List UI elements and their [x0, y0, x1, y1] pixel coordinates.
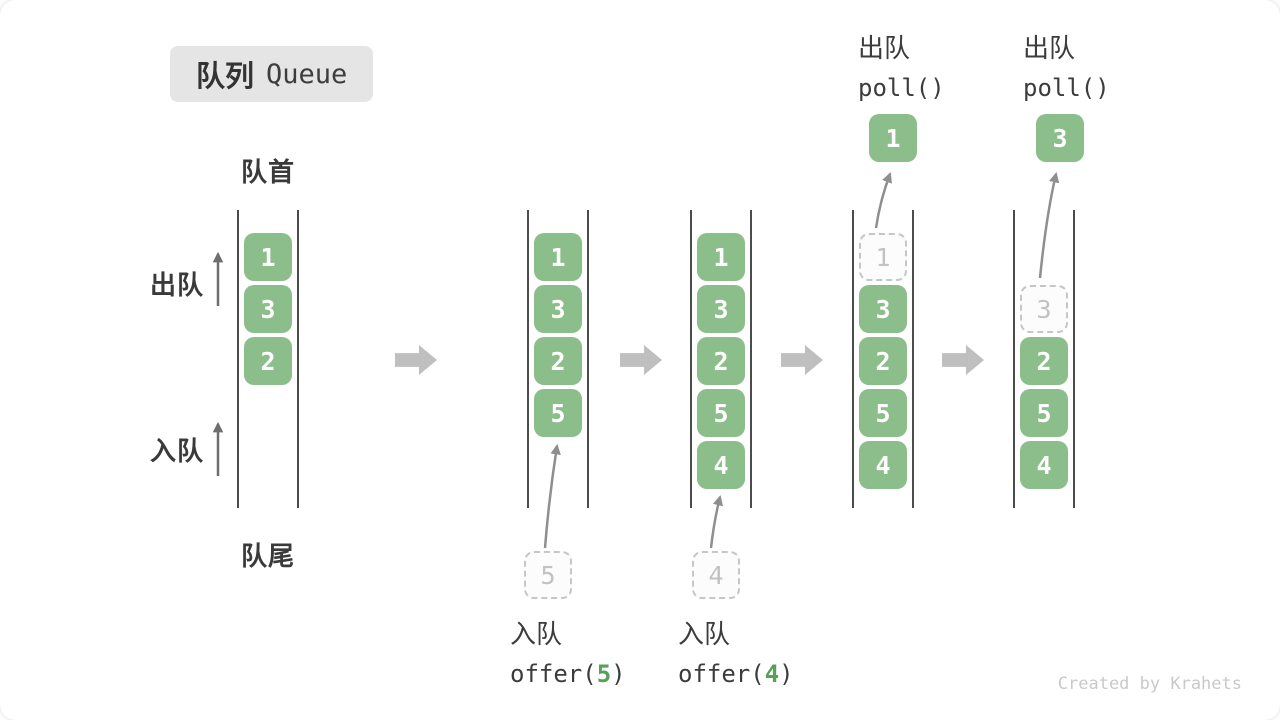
poll-1-caption: 出队 poll() — [858, 28, 945, 102]
title-zh: 队列 — [196, 61, 255, 93]
queue-item: 3 — [534, 285, 582, 333]
queue-state-offer-5: 1 3 2 5 — [527, 210, 589, 508]
caption-code: offer(5) — [510, 660, 626, 688]
queue-item: 3 — [859, 285, 907, 333]
queue-item-value: 2 — [1036, 346, 1052, 376]
dequeue-side-label: 出队 — [149, 270, 204, 300]
offer-5-caption: 入队 offer(5) — [510, 614, 626, 688]
queue-item-value: 2 — [875, 346, 891, 376]
queue-item-value: 5 — [550, 398, 566, 428]
caption-zh: 入队 — [678, 619, 731, 649]
queue-item: 2 — [244, 337, 292, 385]
front-label: 队首 — [240, 157, 295, 187]
polled-item: 1 — [869, 114, 917, 162]
rear-label: 队尾 — [240, 541, 295, 571]
title-badge: 队列 Queue — [170, 46, 374, 102]
offer-4-caption: 入队 offer(4) — [678, 614, 794, 688]
queue-wall — [527, 210, 529, 508]
code-arg: 5 — [596, 660, 612, 688]
queue-item-value: 3 — [1036, 294, 1052, 324]
queue-item: 1 — [244, 233, 292, 281]
queue-item: 2 — [859, 337, 907, 385]
queue-wall — [1013, 210, 1015, 508]
queue-item: 5 — [859, 389, 907, 437]
queue-item: 4 — [859, 441, 907, 489]
queue-item: 3 — [697, 285, 745, 333]
enqueue-side-label: 入队 — [149, 436, 204, 466]
caption-code: poll() — [1023, 74, 1110, 102]
queue-state-initial: 1 3 2 — [237, 210, 299, 508]
queue-item-value: 5 — [713, 398, 729, 428]
code-text: ) — [611, 660, 626, 688]
queue-item-value: 3 — [713, 294, 729, 324]
queue-item-value: 1 — [260, 242, 276, 272]
pending-enqueue-item: 4 — [692, 551, 740, 599]
queue-item-removed: 3 — [1020, 285, 1068, 333]
queue-item: 2 — [1020, 337, 1068, 385]
transition-arrow-icon — [942, 345, 984, 375]
queue-state-poll-1: 1 3 2 5 4 — [852, 210, 914, 508]
code-text: offer( — [678, 660, 765, 688]
credit-text: Created by Krahets — [1057, 674, 1242, 694]
queue-item: 5 — [697, 389, 745, 437]
queue-state-poll-3: 3 2 5 4 — [1013, 210, 1075, 508]
polled-item-value: 3 — [1052, 123, 1068, 153]
queue-wall — [852, 210, 854, 508]
queue-item-removed: 1 — [859, 233, 907, 281]
queue-item-value: 4 — [713, 450, 729, 480]
poll-3-caption: 出队 poll() — [1023, 28, 1110, 102]
caption-code: poll() — [858, 74, 945, 102]
caption-zh: 出队 — [858, 33, 911, 63]
queue-item: 5 — [534, 389, 582, 437]
polled-item-value: 1 — [885, 123, 901, 153]
queue-item: 3 — [244, 285, 292, 333]
queue-wall — [750, 210, 752, 508]
queue-item-value: 2 — [550, 346, 566, 376]
queue-item: 2 — [534, 337, 582, 385]
queue-item-value: 4 — [875, 450, 891, 480]
queue-item-value: 5 — [1036, 398, 1052, 428]
code-text: ) — [779, 660, 794, 688]
queue-item: 1 — [697, 233, 745, 281]
transition-arrow-icon — [620, 345, 662, 375]
transition-arrow-icon — [781, 345, 823, 375]
queue-item-value: 3 — [875, 294, 891, 324]
queue-item-value: 2 — [260, 346, 276, 376]
queue-wall — [237, 210, 239, 508]
caption-zh: 入队 — [510, 619, 563, 649]
queue-item: 4 — [697, 441, 745, 489]
polled-item: 3 — [1036, 114, 1084, 162]
queue-item-value: 3 — [260, 294, 276, 324]
queue-item-value: 4 — [1036, 450, 1052, 480]
queue-item-value: 5 — [875, 398, 891, 428]
queue-item: 2 — [697, 337, 745, 385]
queue-item-value: 1 — [713, 242, 729, 272]
queue-item-value: 2 — [713, 346, 729, 376]
queue-wall — [912, 210, 914, 508]
transition-arrow-icon — [395, 345, 437, 375]
caption-zh: 出队 — [1023, 33, 1076, 63]
title-en: Queue — [266, 58, 348, 90]
queue-wall — [1073, 210, 1075, 508]
pending-item-value: 5 — [540, 560, 556, 590]
queue-wall — [297, 210, 299, 508]
queue-item: 5 — [1020, 389, 1068, 437]
queue-item: 1 — [534, 233, 582, 281]
queue-state-offer-4: 1 3 2 5 4 — [690, 210, 752, 508]
queue-wall — [690, 210, 692, 508]
pending-enqueue-item: 5 — [524, 551, 572, 599]
queue-item-value: 3 — [550, 294, 566, 324]
pending-item-value: 4 — [708, 560, 724, 590]
code-arg: 4 — [764, 660, 780, 688]
queue-item-value: 1 — [550, 242, 566, 272]
caption-code: offer(4) — [678, 660, 794, 688]
queue-item: 4 — [1020, 441, 1068, 489]
queue-item-value: 1 — [875, 242, 891, 272]
code-text: offer( — [510, 660, 597, 688]
queue-wall — [587, 210, 589, 508]
